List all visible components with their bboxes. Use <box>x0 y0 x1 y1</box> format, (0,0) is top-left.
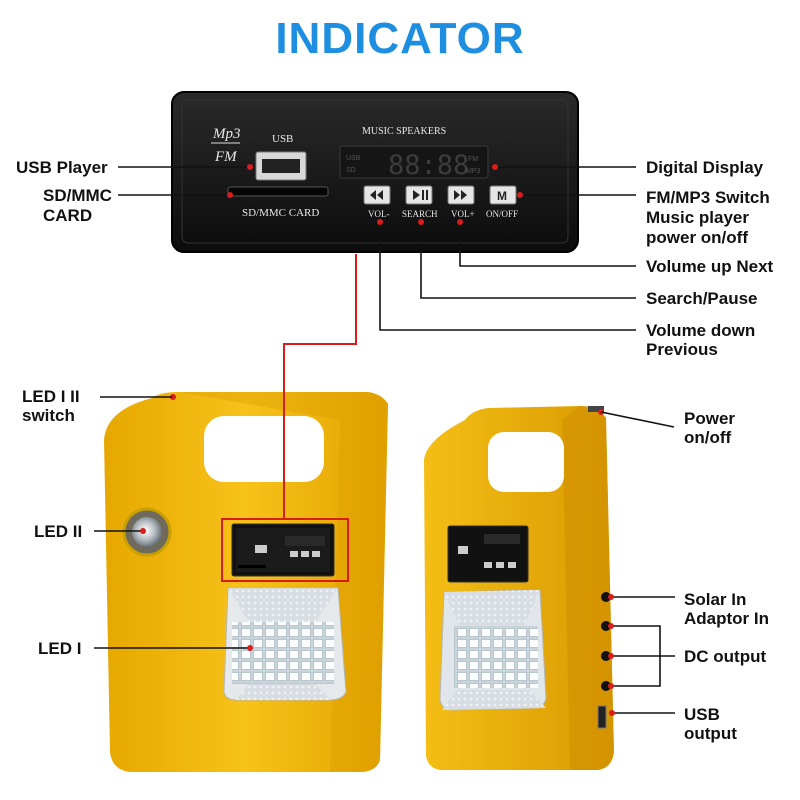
adaptor-in-port[interactable] <box>601 621 611 631</box>
page-title: INDICATOR <box>275 14 525 63</box>
dc-output-port-2[interactable] <box>601 681 611 691</box>
display-digits: 88:88 <box>388 150 469 181</box>
dc-output-port-1[interactable] <box>601 651 611 661</box>
label-adaptor-in: Adaptor In <box>684 609 769 628</box>
vol-up-button[interactable]: VOL+ <box>447 185 475 219</box>
svg-text:VOL+: VOL+ <box>451 209 475 219</box>
svg-text:USB: USB <box>346 155 361 162</box>
label-volume-down-line1: Volume down <box>646 321 756 340</box>
label-power-line1: Power <box>684 409 736 428</box>
callout-lines <box>94 166 675 714</box>
svg-text:ON/OFF: ON/OFF <box>486 209 518 219</box>
lantern-back <box>424 406 614 770</box>
label-fm-mp3-line3: power on/off <box>646 228 748 247</box>
led-array-back <box>454 626 538 688</box>
label-fm-mp3-line2: Music player <box>646 208 749 227</box>
label-usb-output-line2: output <box>684 724 737 743</box>
label-fm-mp3-line1: FM/MP3 Switch <box>646 188 770 207</box>
music-speakers-text: MUSIC SPEAKERS <box>362 126 446 137</box>
fm-logo-text: FM <box>214 149 238 165</box>
label-dc-output: DC output <box>684 647 767 666</box>
vol-down-button[interactable]: VOL- <box>363 185 391 219</box>
label-led-ii: LED II <box>34 522 83 541</box>
led-switch[interactable] <box>170 394 176 400</box>
label-led-i: LED I <box>38 639 82 658</box>
mp3-module-panel: Mp3 FM USB SD/MMC CARD MUSIC SPEAKERS US… <box>171 91 579 253</box>
next-icon <box>454 190 467 200</box>
label-digital-display: Digital Display <box>646 158 764 177</box>
search-button[interactable]: SEARCH <box>402 185 438 219</box>
label-volume-down-line2: Previous <box>646 340 718 359</box>
handle-opening <box>204 416 324 482</box>
svg-text:VOL-: VOL- <box>368 209 390 219</box>
side-ports <box>597 592 611 729</box>
svg-text:FM: FM <box>468 156 478 163</box>
usb-output-port[interactable] <box>597 705 607 729</box>
handle-opening-back <box>488 432 564 492</box>
svg-text:MP3: MP3 <box>466 168 481 175</box>
label-power-line2: on/off <box>684 428 732 447</box>
digital-display <box>339 145 489 179</box>
mp3-logo-text: Mp3 <box>212 126 241 142</box>
svg-text:SD: SD <box>346 167 356 174</box>
label-led-switch-line2: switch <box>22 406 75 425</box>
label-search-pause: Search/Pause <box>646 289 758 308</box>
red-connector-line <box>283 254 357 519</box>
sd-card-text: SD/MMC CARD <box>242 207 319 219</box>
previous-icon <box>370 190 383 200</box>
lantern-front <box>104 392 388 772</box>
label-usb-output-line1: USB <box>684 705 720 724</box>
label-volume-up-next: Volume up Next <box>646 257 774 276</box>
label-usb-player: USB Player <box>16 158 108 177</box>
label-sd-mmc-line1: SD/MMC <box>43 186 112 205</box>
led-i-array <box>232 622 334 684</box>
play-pause-icon <box>413 190 428 200</box>
svg-text:SEARCH: SEARCH <box>402 209 438 219</box>
label-led-switch-line1: LED I II <box>22 387 80 406</box>
svg-text:M: M <box>497 189 507 203</box>
usb-port-text: USB <box>272 133 293 145</box>
sd-card-slot[interactable] <box>227 186 329 197</box>
label-sd-mmc-line2: CARD <box>43 206 93 225</box>
mode-button[interactable]: M ON/OFF <box>486 185 518 219</box>
callout-dots <box>140 164 615 716</box>
solar-in-port[interactable] <box>601 592 611 602</box>
label-solar-in: Solar In <box>684 590 747 609</box>
